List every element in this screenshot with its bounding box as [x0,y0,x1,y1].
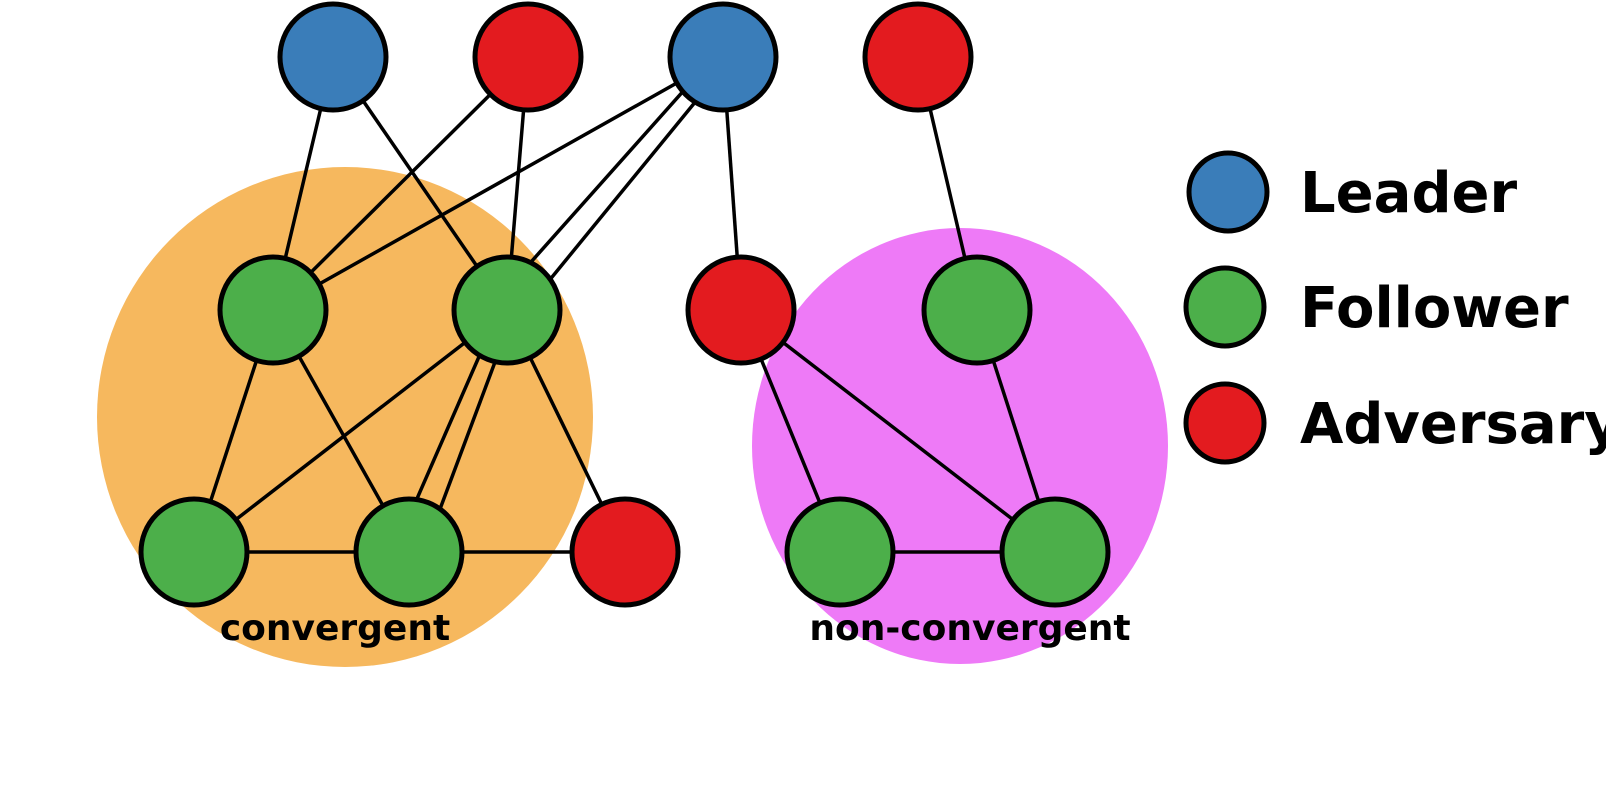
legend-adversary-dot [1183,381,1267,465]
adversary-node-a2 [862,1,974,113]
leader-node-l2 [667,1,779,113]
convergent-label: convergent [220,608,450,649]
follower-node-f1 [217,254,329,366]
adversary-node-a3 [685,254,797,366]
edge-l2-f2 [495,51,719,303]
follower-node-f2 [451,254,563,366]
legend-follower-label: Follower [1300,276,1569,341]
follower-node-f7 [999,496,1111,608]
leader-node-l1 [277,1,389,113]
adversary-node-a4 [569,496,681,608]
edge-l2-f1 [272,55,724,312]
follower-node-f3 [921,254,1033,366]
legend: Leader Follower Adversary [1183,150,1606,465]
legend-leader-label: Leader [1300,161,1518,226]
edge-f2-f4 [192,308,509,554]
non-convergent-label: non-convergent [809,608,1130,649]
legend-follower-dot [1183,265,1267,349]
edge-a3-f7 [739,308,1057,554]
legend-leader-dot [1186,150,1270,234]
legend-adversary-label: Adversary [1300,392,1606,457]
adversary-node-a1 [472,1,584,113]
edge-a1-f1 [271,55,530,312]
edge-l2-f2 [516,60,730,321]
follower-node-f5 [353,496,465,608]
follower-node-f4 [138,496,250,608]
nodes-layer [138,1,1111,608]
follower-node-f6 [784,496,896,608]
